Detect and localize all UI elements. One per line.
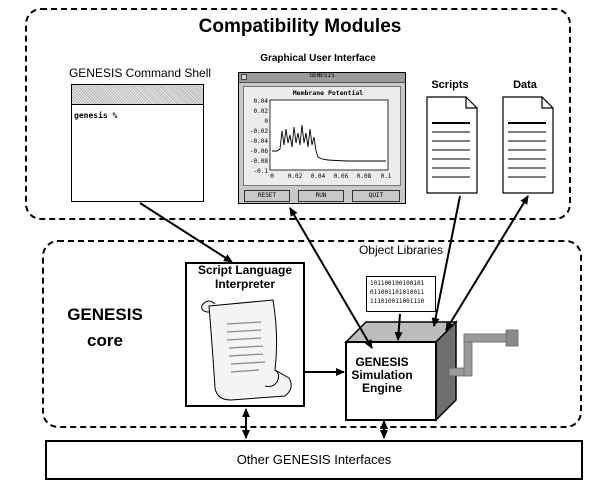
reset-button[interactable]: RESET xyxy=(244,190,290,202)
gui-plot-panel: Membrane Potential 0.04 0.02 0 -0.02 -0.… xyxy=(243,86,401,186)
y-tick-label: -0.04 xyxy=(250,138,268,145)
gui-window: GENESIS Membrane Potential 0.04 0.02 0 -… xyxy=(238,72,406,204)
other-interfaces-title: Other GENESIS Interfaces xyxy=(236,452,392,467)
y-tick-label: -0.08 xyxy=(250,158,268,165)
simulation-engine-cube xyxy=(344,320,519,422)
membrane-potential-plot: Membrane Potential 0.04 0.02 0 -0.02 -0.… xyxy=(250,89,392,180)
x-tick-label: 0.04 xyxy=(311,173,326,180)
y-tick-label: -0.06 xyxy=(250,148,268,155)
y-tick-label: 0 xyxy=(264,118,268,125)
x-tick-labels: 0 0.02 0.04 0.06 0.08 0.1 xyxy=(270,173,392,180)
other-interfaces-box xyxy=(45,440,583,480)
bit-string: 111010011001110 xyxy=(370,298,425,305)
object-libraries-box: 101100100100101 011001101010011 11101001… xyxy=(366,276,436,312)
y-tick-label: -0.1 xyxy=(254,168,269,175)
quit-button[interactable]: QUIT xyxy=(352,190,400,202)
x-tick-label: 0 xyxy=(270,173,274,180)
plot-title: Membrane Potential xyxy=(293,89,364,97)
membrane-potential-trace xyxy=(272,124,386,162)
x-tick-label: 0.1 xyxy=(381,173,392,180)
bit-string: 011001101010011 xyxy=(370,289,425,296)
x-tick-label: 0.06 xyxy=(334,173,349,180)
x-tick-label: 0.02 xyxy=(288,173,303,180)
command-shell-window: genesis % xyxy=(71,84,204,202)
y-tick-labels: 0.04 0.02 0 -0.02 -0.04 -0.06 -0.08 -0.1 xyxy=(250,98,268,175)
script-interpreter-title: Script Language Interpreter xyxy=(197,263,292,291)
scripts-document-icon xyxy=(426,96,478,194)
shell-to-interpreter-arrow xyxy=(139,202,233,263)
scripts-title: Scripts xyxy=(431,79,469,91)
simulation-engine-title: GENESIS Simulation Engine xyxy=(351,355,413,395)
object-libraries-title: Object Libraries xyxy=(358,243,444,257)
libraries-to-engine-arrow xyxy=(394,313,403,341)
y-tick-label: 0.02 xyxy=(254,108,269,115)
compatibility-modules-title: Compatibility Modules xyxy=(198,16,402,37)
command-shell-titlebar xyxy=(72,85,203,105)
genesis-core-title: GENESIS core xyxy=(67,305,143,350)
gui-title: Graphical User Interface xyxy=(260,53,376,64)
run-button[interactable]: RUN xyxy=(298,190,344,202)
gui-engine-arrow xyxy=(289,207,373,349)
command-shell-title: GENESIS Command Shell xyxy=(68,66,212,80)
x-tick-label: 0.08 xyxy=(357,173,372,180)
bit-string: 101100100100101 xyxy=(370,280,425,287)
gui-window-title: GENESIS xyxy=(309,72,335,79)
data-document-icon xyxy=(502,96,554,194)
data-title: Data xyxy=(513,79,537,91)
scroll-icon xyxy=(201,299,292,401)
y-tick-label: -0.02 xyxy=(250,128,268,135)
y-tick-label: 0.04 xyxy=(254,98,269,105)
command-shell-prompt: genesis % xyxy=(74,111,118,120)
data-engine-arrow xyxy=(445,195,529,331)
gui-titlebar: GENESIS xyxy=(239,72,405,83)
scripts-to-engine-arrow xyxy=(431,195,461,327)
window-menu-icon xyxy=(241,74,247,80)
